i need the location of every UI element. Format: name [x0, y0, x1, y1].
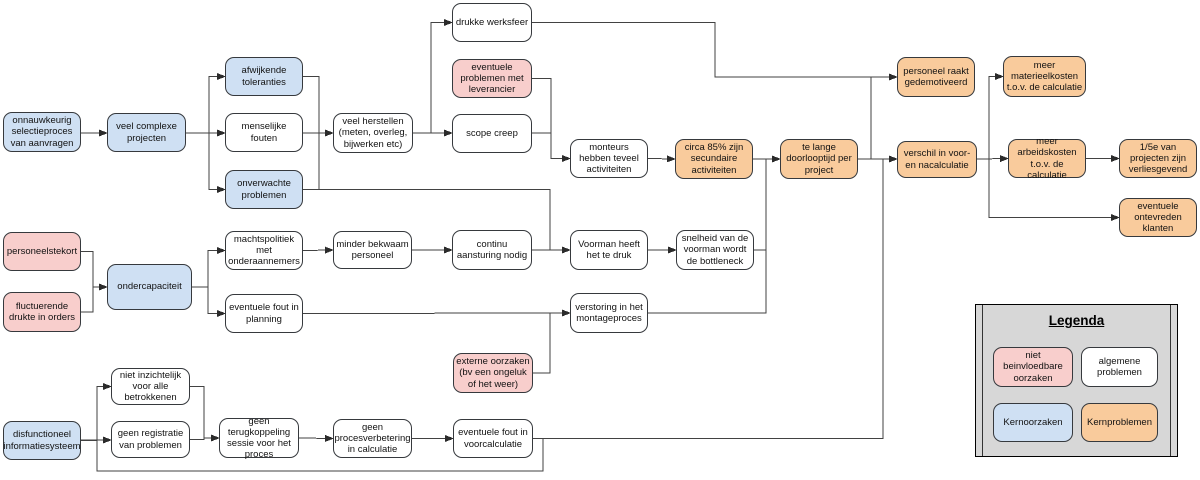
edge-veel-complexe-to-afwijkende [186, 73, 226, 134]
node-scope-creep: scope creep [452, 114, 532, 153]
node-ondercapaciteit: ondercapaciteit [107, 264, 192, 310]
edge-fluctuerende-to-ondercapaciteit [81, 283, 108, 313]
node-verschil: verschil in voor- en nacalculatie [897, 141, 977, 178]
legend-item-kernoorzaken: Kernoorzaken [993, 403, 1073, 442]
edge-fout-planning-to-verstoring [302, 309, 571, 317]
node-personeelstekort: personeelstekort [3, 232, 81, 271]
node-leverancier: eventuele problemen met leverancier [452, 59, 532, 98]
legend-title: Legenda [1048, 313, 1105, 328]
edge-disfunctioneel-to-verschil [81, 155, 898, 472]
edge-verschil-to-ontevreden [977, 158, 1120, 221]
node-fout-planning: eventuele fout in planning [225, 294, 303, 333]
node-voorman: Voorman heeft het te druk [570, 230, 648, 270]
node-procesverbetering: geen procesverbetering in calculatie [333, 419, 412, 458]
node-minder-bekwaam: minder bekwaam personeel [333, 231, 412, 269]
legend-inner-line-left [982, 305, 983, 456]
edge-geen-registratie-to-terugkoppeling [190, 434, 220, 442]
node-menselijke: menselijke fouten [225, 113, 303, 152]
node-geen-registratie: geen registratie van problemen [111, 421, 190, 458]
edge-onverwachte-to-veel-herstellen [303, 129, 334, 190]
node-verstoring: verstoring in het montageproces [570, 293, 648, 333]
edge-te-lange-to-personeel-gedemotiveerd [858, 73, 898, 160]
edge-ondercapaciteit-to-fout-planning [192, 286, 226, 317]
edge-snelheid-to-te-lange [754, 155, 781, 251]
legend-item-kernproblemen: Kernproblemen [1081, 403, 1158, 442]
legend-item-niet-beinvloedbare-oorzaken: niet beinvloedbare oorzaken [993, 347, 1073, 387]
node-circa85: circa 85% zijn secundaire activiteiten [675, 139, 753, 179]
node-onnauwkeurig: onnauwkeurig selectieproces van aanvrage… [3, 112, 81, 152]
node-verliesgevend: 1/5e van projecten zijn verliesgevend [1119, 139, 1197, 178]
node-machtspolitiek: machtspolitiek met onderaannemers [225, 231, 303, 270]
legend-item-algemene-problemen: algemene problemen [1081, 347, 1158, 387]
node-materieelkosten: meer materieelkosten t.o.v. de calculati… [1003, 56, 1086, 97]
edge-veel-complexe-to-onverwachte [186, 132, 226, 193]
node-veel-complexe: veel complexe projecten [107, 113, 186, 152]
node-fluctuerende: fluctuerende drukte in orders [3, 292, 81, 332]
edge-verschil-to-materieelkosten [977, 73, 1004, 160]
edge-verstoring-to-te-lange [648, 155, 781, 314]
edge-veel-herstellen-to-drukke-werksfeer [413, 19, 453, 134]
node-afwijkende: afwijkende toleranties [225, 57, 303, 96]
node-disfunctioneel: disfunctioneel informatiesysteem [3, 421, 81, 460]
edge-niet-inzichtelijk-to-terugkoppeling [190, 386, 220, 442]
node-personeel-gedemotiveerd: personeel raakt gedemotiveerd [897, 57, 975, 97]
edge-monteurs-to-circa85 [647, 155, 676, 163]
edge-machtspolitiek-to-minder-bekwaam [302, 246, 334, 254]
legend-inner-line-right [1170, 305, 1171, 456]
edge-disfunctioneel-to-niet-inzichtelijk [81, 383, 112, 441]
node-continu: continu aansturing nodig [452, 230, 532, 270]
node-ontevreden: eventuele ontevreden klanten [1119, 198, 1197, 237]
edge-ondercapaciteit-to-machtspolitiek [192, 247, 226, 288]
node-veel-herstellen: veel herstellen (meten, overleg, bijwerk… [333, 113, 413, 153]
edge-scope-creep-to-monteurs [532, 132, 571, 162]
edge-afwijkende-to-veel-herstellen [303, 76, 334, 137]
node-monteurs: monteurs hebben teveel activiteiten [570, 139, 648, 178]
node-te-lange: te lange doorlooptijd per project [780, 139, 858, 179]
node-arbeidskosten: meer arbeidskosten t.o.v. de calculatie [1008, 136, 1086, 181]
node-terugkoppeling: geen terugkoppeling sessie voor het proc… [219, 416, 299, 460]
edge-drukke-werksfeer-to-personeel-gedemotiveerd [532, 22, 898, 81]
node-drukke-werksfeer: drukke werksfeer [452, 3, 532, 42]
node-onverwachte: onverwachte problemen [225, 170, 303, 209]
edge-externe-to-verstoring [533, 309, 571, 374]
node-fout-voorcalculatie: eventuele fout in voorcalculatie [453, 419, 533, 458]
edge-terugkoppeling-to-procesverbetering [298, 434, 334, 442]
node-externe: externe oorzaken (bv een ongeluk of het … [453, 353, 533, 393]
edge-personeelstekort-to-ondercapaciteit [81, 251, 108, 291]
node-niet-inzichtelijk: niet inzichtelijk voor alle betrokkenen [111, 368, 190, 405]
node-snelheid: snelheid van de voorman wordt de bottlen… [676, 230, 754, 270]
